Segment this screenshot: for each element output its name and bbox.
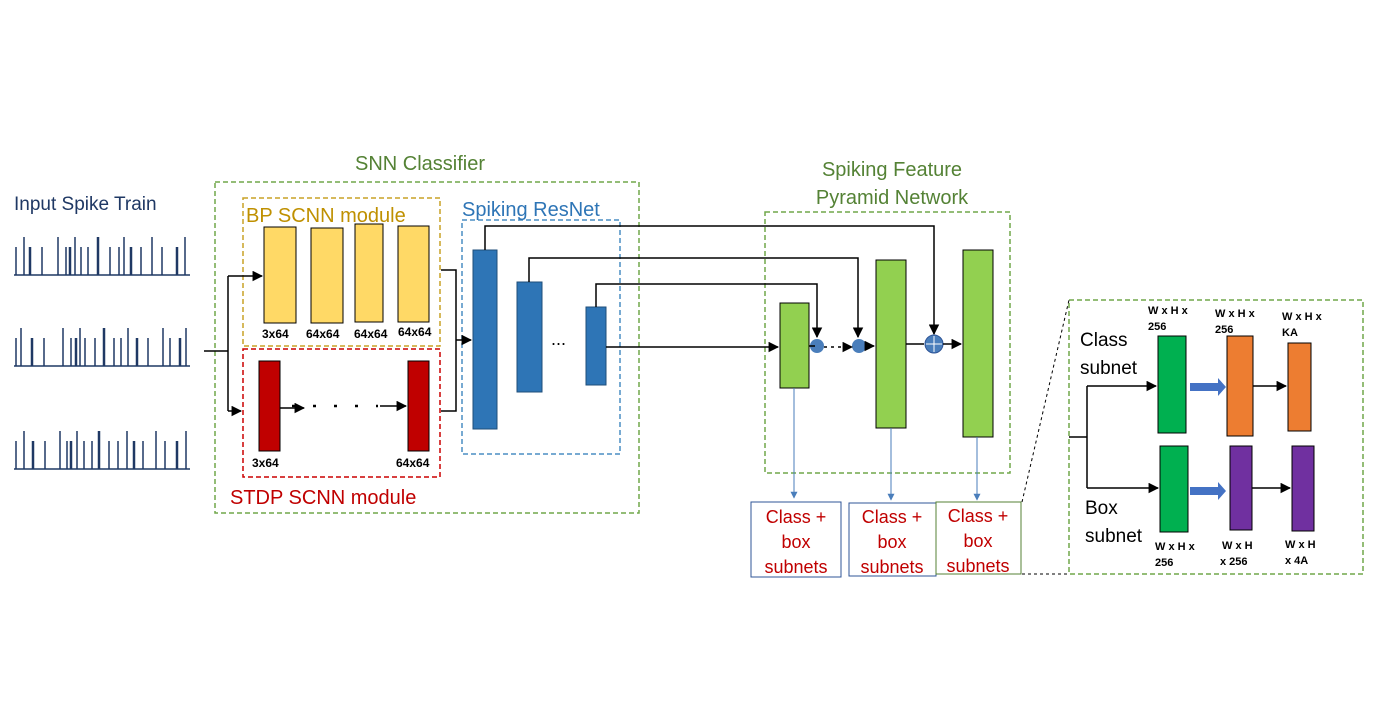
head-1-line1: Class + [766,507,827,527]
class-subnet-block-2 [1226,335,1254,437]
class-subnet-label-line1: Class [1080,330,1128,351]
box-subnet-block-2 [1229,445,1253,531]
snn-classifier-title: SNN Classifier [355,153,485,175]
connectors [204,225,1292,494]
bp-block-4 [397,225,430,323]
box-subnet-label-line2: subnet [1085,526,1143,547]
module-merge-bracket [441,269,457,412]
skip-connection-2 [528,257,864,339]
head-3-line2: box [963,531,992,551]
fpn-title-line1: Spiking Feature [822,159,962,181]
zoom-line-top [1021,299,1070,503]
head-1-line2: box [781,532,810,552]
input-spike-train-title: Input Spike Train [14,194,157,215]
spike-trains [14,237,190,470]
resnet-block-2 [516,281,543,393]
box-dim-2-line2: x 256 [1220,556,1248,568]
class-subnet-arrow [1190,378,1226,396]
class-dim-1-line1: W x H x [1148,305,1189,317]
resnet-title: Spiking ResNet [462,199,600,221]
fpn-merge-node-1 [810,339,824,353]
snn-classifier-box [214,181,640,514]
class-dim-2-line1: W x H x [1215,308,1256,320]
head-2-text: Class + box subnets [860,507,923,577]
class-subnet-block-1 [1157,335,1187,434]
skip-connection-3 [595,283,823,339]
head-arrows [790,388,981,501]
head-2-line1: Class + [862,507,923,527]
box-dim-1-line2: 256 [1155,557,1173,569]
bp-block-1-label: 3x64 [262,327,289,341]
fpn-block-2 [875,259,907,429]
fpn-title-line2: Pyramid Network [816,187,969,209]
class-dim-1-line2: 256 [1148,321,1166,333]
fpn-box [764,211,1011,474]
head-box-1 [750,501,842,578]
class-dim-2-line2: 256 [1215,324,1233,336]
stdp-block-2 [407,360,430,452]
bp-block-2-label: 64x64 [306,327,340,341]
head-box-3 [935,501,1022,575]
bp-block-3 [354,223,384,323]
box-subnet-block-1 [1159,445,1189,533]
resnet-block-1 [472,249,498,430]
box-dim-2-line1: W x H [1222,540,1253,552]
bp-block-2 [310,227,344,324]
bp-module-title: BP SCNN module [246,205,406,227]
head-2-line3: subnets [860,557,923,577]
stdp-block-1-label: 3x64 [252,456,279,470]
box-subnet-dims: W x H x 256 W x H x 256 W x H x 4A [1155,539,1316,569]
class-subnet-label-line2: subnet [1080,358,1138,379]
stdp-module-title: STDP SCNN module [230,487,416,509]
class-dim-3-line2: KA [1282,327,1298,339]
head-1-text: Class + box subnets [764,507,827,577]
subnet-detail-box [1068,299,1364,575]
box-dim-3-line1: W x H [1285,539,1316,551]
class-subnet-dims: W x H x 256 W x H x 256 W x H x KA [1148,305,1323,339]
stdp-module-box [242,348,441,478]
bp-module-box [242,197,441,347]
class-subnet-block-3 [1287,342,1312,432]
box-subnet-arrow [1190,482,1226,500]
resnet-ellipsis: ... [551,329,566,349]
resnet-block-3 [585,306,607,386]
skip-connection-1 [484,225,940,336]
fpn-merge-node-2 [852,339,866,353]
head-3-line1: Class + [948,506,1009,526]
fpn-block-1 [779,302,810,389]
head-1-line3: subnets [764,557,827,577]
bp-block-4-label: 64x64 [398,325,432,339]
box-dim-1-line1: W x H x [1155,541,1196,553]
box-subnet-label-line1: Box [1085,498,1118,519]
box-subnet-block-3 [1291,445,1315,532]
head-2-line2: box [877,532,906,552]
bp-block-3-label: 64x64 [354,327,388,341]
stdp-block-1 [258,360,281,452]
stdp-block-2-label: 64x64 [396,456,430,470]
box-dim-3-line2: x 4A [1285,555,1308,567]
class-dim-3-line1: W x H x [1282,311,1323,323]
head-3-text: Class + box subnets [946,506,1009,576]
bp-block-1 [263,226,297,324]
head-3-line3: subnets [946,556,1009,576]
fpn-block-3 [962,249,994,438]
